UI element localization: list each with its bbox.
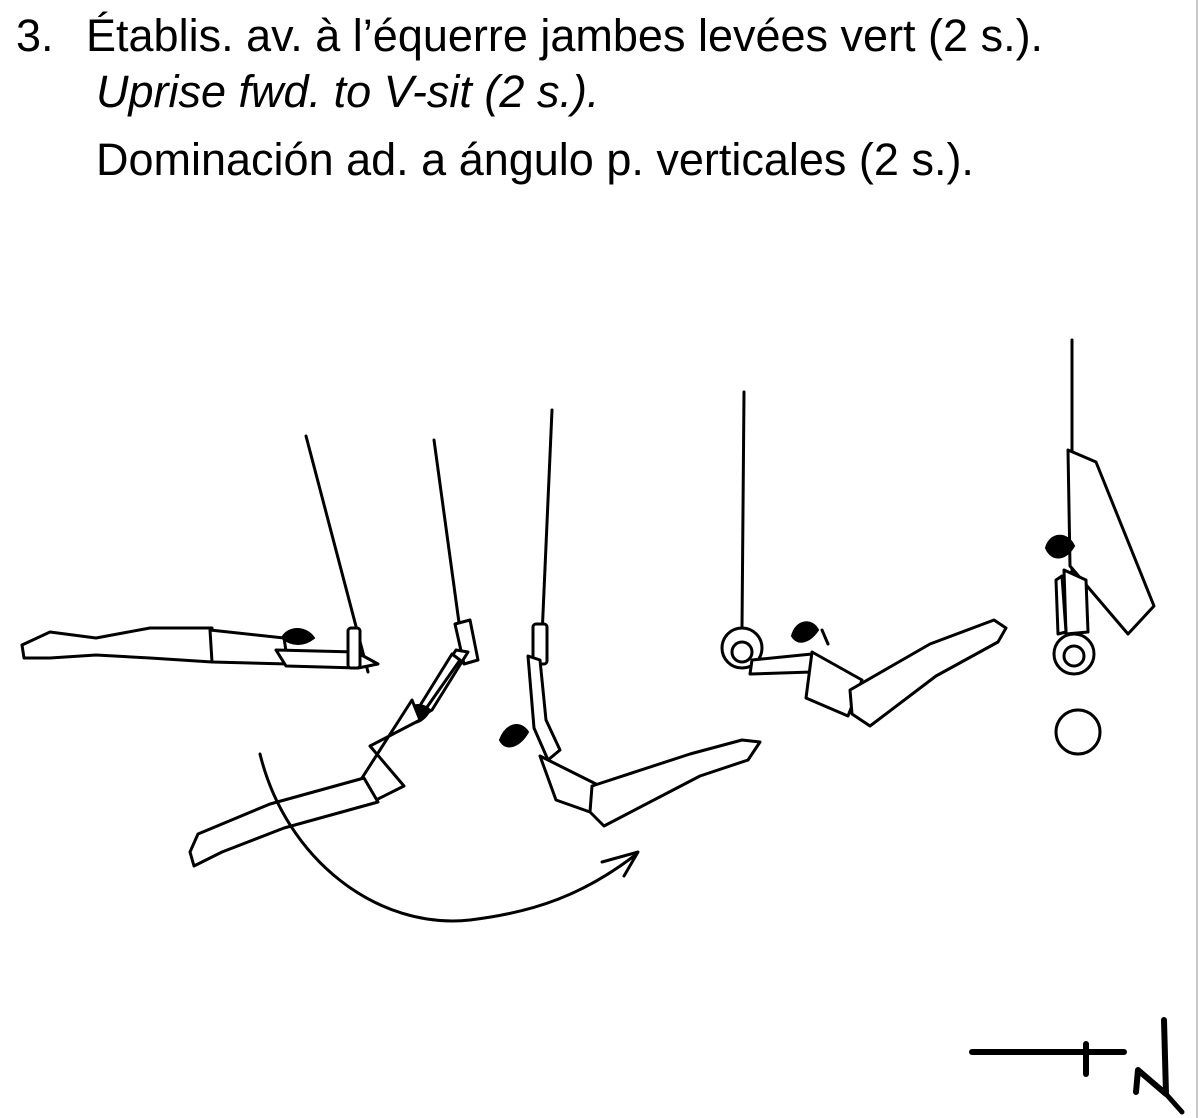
title-spanish: Dominación ad. a ángulo p. verticales (2… — [96, 134, 974, 185]
ring-icon — [720, 626, 764, 670]
ring-outline-icon — [1054, 708, 1102, 756]
gymnast-vsit-icon — [1044, 338, 1156, 756]
gymnast-swing-icon — [188, 438, 480, 868]
element-number: 3. — [16, 10, 54, 61]
ring-icon — [1052, 632, 1096, 676]
gymnast-support-icon — [720, 390, 1008, 728]
page-edge-border — [1196, 0, 1198, 1118]
title-french: Établis. av. à l’équerre jambes levées v… — [86, 10, 1044, 61]
rotation-arrow-icon — [258, 752, 640, 923]
title-english: Uprise fwd. to V-sit (2 s.). — [96, 66, 600, 117]
author-signature — [969, 1017, 1185, 1115]
element-heading: 3. Établis. av. à l’équerre jambes levées… — [16, 4, 1043, 68]
gymnast-hang-icon — [20, 434, 380, 674]
gymnast-pike-icon — [498, 408, 762, 828]
